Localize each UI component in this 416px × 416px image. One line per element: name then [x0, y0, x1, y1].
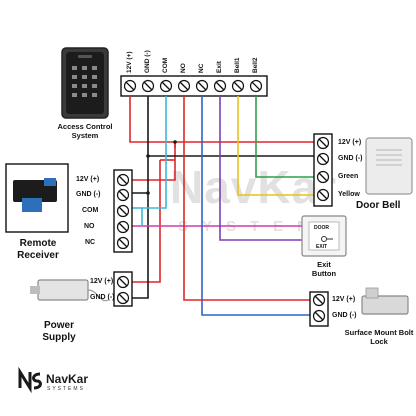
- power-label-gnd: GND (-): [90, 294, 115, 301]
- power-terminal-block: [113, 271, 133, 307]
- power-supply-device: [30, 279, 109, 302]
- lock-label-12v: 12V (+): [332, 296, 356, 303]
- power-label-12v: 12V (+): [90, 278, 114, 285]
- lock-terminal-block: [309, 291, 329, 327]
- exit-plate-exit-text: EXIT: [316, 244, 328, 250]
- exit-plate-door-text: DOOR: [314, 225, 329, 231]
- receiver-label-12v: 12V (+): [76, 176, 100, 183]
- exit-button-device: [301, 215, 347, 257]
- terminal-label-nc: NC: [198, 63, 205, 73]
- lock-device: [361, 287, 409, 315]
- doorbell-label-12v: 12V (+): [338, 139, 362, 146]
- exit-button-label: Exit Button: [311, 260, 337, 278]
- doorbell-label-green: Green: [338, 173, 359, 180]
- terminal-label-bell1: Bell1: [234, 57, 241, 73]
- receiver-label-nc: NC: [85, 239, 96, 246]
- receiver-label-no: NO: [84, 223, 95, 230]
- receiver-label-com: COM: [82, 207, 99, 214]
- keypad-device: [61, 47, 109, 119]
- junction-dots: [146, 140, 177, 195]
- terminal-label-gnd: GND (-): [144, 50, 151, 73]
- logo-sub: SYSTEMS: [47, 386, 85, 392]
- terminal-label-com: COM: [162, 57, 169, 73]
- wires: [129, 96, 318, 316]
- logo-brand: NavKar: [46, 372, 89, 386]
- door-bell-label: Door Bell: [356, 200, 401, 211]
- terminal-label-bell2: Bell2: [252, 57, 259, 73]
- receiver-label-gnd: GND (-): [76, 191, 101, 198]
- doorbell-device: [365, 137, 413, 195]
- power-supply-label: Power Supply: [42, 320, 76, 343]
- doorbell-terminal-block: [313, 133, 333, 207]
- receiver-device: [5, 163, 69, 233]
- access-control-label: Access Control System: [57, 122, 113, 140]
- exit-button-terminal-block: [279, 222, 297, 244]
- terminal-label-exit: Exit: [216, 61, 223, 73]
- doorbell-label-yellow: Yellow: [338, 191, 360, 198]
- terminal-label-no: NO: [180, 63, 187, 73]
- lock-label: Surface Mount Bolt Lock: [344, 328, 414, 346]
- lock-label-gnd: GND (-): [332, 312, 357, 319]
- controller-terminal-block: [120, 75, 268, 97]
- watermark-brand: NavKar: [170, 161, 338, 213]
- terminal-label-12v: 12V (+): [126, 51, 133, 74]
- doorbell-label-gnd: GND (-): [338, 155, 363, 162]
- navkar-logo-mark: [18, 366, 42, 394]
- receiver-terminal-block: [113, 169, 133, 253]
- remote-receiver-label: Remote Receiver: [17, 238, 59, 261]
